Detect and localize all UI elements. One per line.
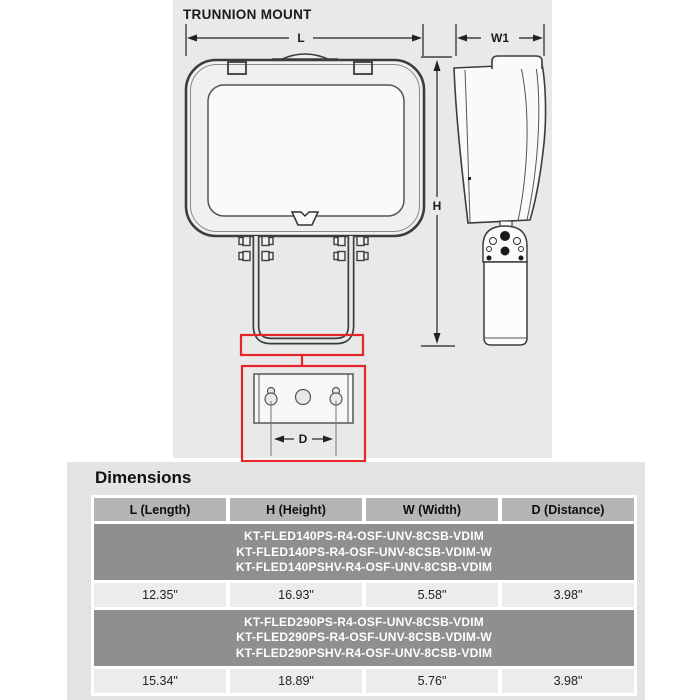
dim-label-d: D bbox=[299, 432, 308, 446]
mounting-plate-detail: D bbox=[253, 373, 354, 456]
trunnion-mount-diagram: L W1 bbox=[173, 0, 552, 462]
dim-label-l: L bbox=[297, 31, 304, 45]
value-length: 15.34" bbox=[94, 668, 226, 693]
side-view bbox=[453, 55, 547, 346]
dim-h bbox=[421, 56, 455, 347]
side-top-cap bbox=[491, 55, 543, 69]
latch-clip-left bbox=[227, 61, 247, 75]
model-number: KT-FLED140PS-R4-OSF-UNV-8CSB-VDIM bbox=[244, 529, 484, 543]
value-height: 16.93" bbox=[230, 582, 362, 607]
highlight-box-plate bbox=[240, 364, 367, 462]
value-height: 18.89" bbox=[230, 668, 362, 693]
column-header-width: W (Width) bbox=[366, 498, 498, 521]
column-header-distance: D (Distance) bbox=[502, 498, 634, 521]
yoke-bolts bbox=[238, 235, 369, 262]
dimensions-heading: Dimensions bbox=[95, 468, 192, 487]
latch-clip-right bbox=[353, 61, 373, 75]
dim-d bbox=[270, 401, 337, 456]
value-distance: 3.98" bbox=[502, 582, 634, 607]
front-view bbox=[184, 53, 426, 238]
dim-label-w1: W1 bbox=[491, 31, 509, 45]
value-length: 12.35" bbox=[94, 582, 226, 607]
model-number: KT-FLED290PS-R4-OSF-UNV-8CSB-VDIM bbox=[244, 614, 484, 629]
value-width: 5.58" bbox=[366, 582, 498, 607]
side-body bbox=[453, 63, 547, 224]
model-number: KT-FLED140PSHV-R4-OSF-UNV-8CSB-VDIM bbox=[235, 560, 493, 575]
model-group-row: KT-FLED290PS-R4-OSF-UNV-8CSB-VDIM KT-FLE… bbox=[94, 609, 634, 666]
highlight-annotations bbox=[239, 333, 367, 462]
value-width: 5.76" bbox=[366, 668, 498, 693]
mounting-knuckle bbox=[482, 225, 528, 263]
drawing-title: TRUNNION MOUNT bbox=[183, 7, 312, 22]
dimensions-panel: Dimensions L (Length) H (Height) W (Widt… bbox=[67, 462, 645, 700]
fixture-lens bbox=[207, 84, 405, 217]
center-hole bbox=[294, 388, 312, 406]
column-header-length: L (Length) bbox=[94, 498, 226, 521]
column-header-height: H (Height) bbox=[230, 498, 362, 521]
dimensions-table: L (Length) H (Height) W (Width) D (Dista… bbox=[91, 495, 637, 696]
dim-w1 bbox=[455, 24, 545, 56]
slip-fitter-pole bbox=[483, 261, 528, 346]
trunnion-yoke bbox=[238, 235, 369, 345]
keyhole-slots bbox=[264, 386, 343, 406]
value-distance: 3.98" bbox=[502, 668, 634, 693]
model-number: KT-FLED290PSHV-R4-OSF-UNV-8CSB-VDIM bbox=[235, 645, 493, 660]
aiming-arrow-icon bbox=[290, 211, 320, 226]
dim-label-h: H bbox=[433, 199, 442, 213]
model-number: KT-FLED140PS-R4-OSF-UNV-8CSB-VDIM-W bbox=[236, 544, 492, 559]
model-group-row: KT-FLED140PS-R4-OSF-UNV-8CSB-VDIM KT-FLE… bbox=[94, 524, 634, 580]
dim-l bbox=[185, 24, 424, 56]
model-number: KT-FLED290PS-R4-OSF-UNV-8CSB-VDIM-W bbox=[236, 630, 492, 645]
